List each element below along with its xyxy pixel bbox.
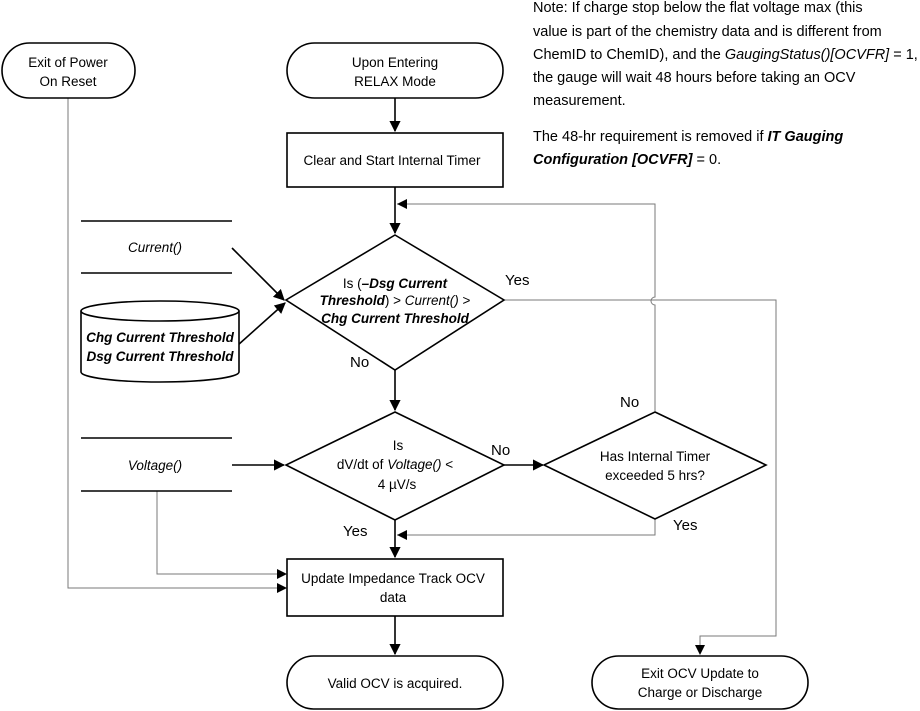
loop-timer-yes — [397, 519, 656, 536]
link-power-on-reset-arrowhead — [277, 583, 287, 593]
label-timer-no: No — [620, 394, 639, 411]
decision-voltage-line2: dV/dt of Voltage() < — [337, 457, 453, 472]
store-voltage-label: Voltage() — [128, 458, 182, 473]
link-voltage-store-arrowhead — [277, 569, 287, 579]
note-line7: Configuration [OCVFR] = 0. — [533, 152, 721, 168]
database-thresholds-line2: Dsg Current Threshold — [86, 349, 234, 364]
terminal-relax-line1: Upon Entering — [352, 55, 438, 70]
process-clear-timer-label: Clear and Start Internal Timer — [303, 153, 481, 168]
note-line6: The 48-hr requirement is removed if IT G… — [533, 129, 843, 145]
label-timer-yes: Yes — [673, 517, 697, 534]
terminal-exit-ocv-line2: Charge or Discharge — [638, 685, 763, 700]
terminal-relax-mode — [286, 42, 504, 99]
database-thresholds-line1: Chg Current Threshold — [86, 330, 235, 345]
process-update-ocv — [286, 558, 504, 617]
decision-timer-check — [542, 411, 768, 520]
note-line1: Note: If charge stop below the flat volt… — [533, 0, 863, 16]
note-line3: ChemID to ChemID), and the GaugingStatus… — [533, 47, 918, 63]
database-thresholds — [80, 300, 240, 383]
note-line2: value is part of the chemistry data and … — [533, 24, 882, 40]
arrow-current-input — [231, 247, 285, 301]
label-current-yes: Yes — [505, 272, 529, 289]
decision-timer-line1: Has Internal Timer — [600, 449, 711, 464]
decision-current-check — [284, 234, 506, 371]
link-current-yes-to-exit — [504, 299, 777, 654]
terminal-power-on-reset-line2: On Reset — [39, 74, 96, 89]
decision-voltage-check — [284, 411, 506, 521]
process-update-ocv-line2: data — [380, 590, 407, 605]
link-voltage-store-to-update — [156, 491, 286, 575]
link-current-yes-arrowhead — [695, 645, 705, 655]
label-voltage-no: No — [491, 442, 510, 459]
decision-current-line2: Threshold) > Current() > — [320, 293, 471, 308]
terminal-valid-ocv — [286, 655, 504, 710]
terminal-exit-ocv — [591, 655, 809, 710]
decision-voltage-line1: Is — [393, 438, 404, 453]
arrow-threshold-input — [237, 302, 286, 346]
process-clear-timer — [286, 132, 504, 188]
decision-current-line1: Is (–Dsg Current — [343, 276, 448, 291]
terminal-power-on-reset — [1, 42, 136, 99]
note-line5: measurement. — [533, 93, 626, 109]
label-current-no: No — [350, 354, 369, 371]
terminal-valid-ocv-label: Valid OCV is acquired. — [328, 676, 463, 691]
link-power-on-reset-to-update — [67, 98, 286, 589]
loop-timer-yes-arrowhead — [397, 530, 407, 540]
terminal-power-on-reset-line1: Exit of Power — [28, 55, 108, 70]
label-voltage-yes: Yes — [343, 523, 367, 540]
note-line4: the gauge will wait 48 hours before taki… — [533, 70, 856, 86]
terminal-exit-ocv-line1: Exit OCV Update to — [641, 666, 759, 681]
process-update-ocv-line1: Update Impedance Track OCV — [301, 571, 485, 586]
loop-timer-no-arrowhead — [397, 199, 407, 209]
terminal-relax-line2: RELAX Mode — [354, 74, 436, 89]
decision-voltage-line3: 4 µV/s — [378, 477, 417, 492]
store-current-label: Current() — [128, 240, 182, 255]
decision-current-line3: Chg Current Threshold — [321, 311, 470, 326]
decision-timer-line2: exceeded 5 hrs? — [605, 468, 705, 483]
